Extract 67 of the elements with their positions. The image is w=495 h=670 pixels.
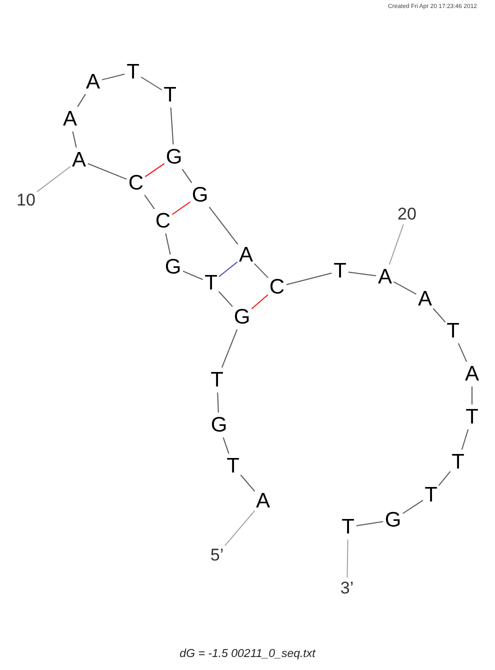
base-letter: G — [166, 146, 182, 168]
backbone-line — [144, 194, 155, 210]
base-letter: T — [446, 320, 460, 342]
backbone-line — [182, 270, 204, 280]
backbone-line — [240, 474, 256, 492]
backbone-line — [72, 131, 77, 148]
backbone-line — [461, 428, 469, 450]
position-number: 20 — [398, 206, 416, 222]
base-letter: T — [334, 260, 346, 282]
base-pair-line — [251, 294, 268, 310]
backbone-line — [438, 470, 451, 486]
backbone-line — [77, 94, 86, 108]
backbone-line — [222, 436, 230, 454]
base-letter: A — [256, 490, 270, 512]
backbone-line — [165, 233, 171, 255]
backbone-line — [402, 500, 424, 514]
strand-end-label: 5’ — [210, 546, 224, 564]
backbone-line — [87, 163, 128, 180]
base-letter: A — [239, 244, 253, 266]
backbone-line — [101, 74, 126, 80]
caption: dG = -1.5 00211_0_seq.txt — [178, 649, 317, 660]
base-letter: T — [226, 456, 240, 476]
backbone-line — [254, 263, 268, 278]
base-pair-line — [218, 261, 238, 278]
base-letter: A — [72, 150, 86, 170]
backbone-line — [393, 281, 417, 295]
base-letter: G — [384, 510, 402, 530]
base-letter: T — [164, 84, 176, 106]
base-pair-line — [172, 201, 191, 215]
base-letter: A — [63, 108, 77, 130]
backbone-line — [217, 392, 219, 413]
backbone-line — [140, 76, 162, 90]
base-letter: T — [466, 406, 478, 428]
base-pair-line — [144, 163, 165, 178]
base-letter: T — [210, 370, 224, 390]
base-letter: T — [424, 484, 438, 506]
base-letter: G — [164, 256, 182, 278]
backbone-line — [432, 308, 446, 323]
base-letter: T — [204, 272, 218, 294]
base-letter: T — [126, 62, 140, 82]
base-letter: C — [128, 172, 144, 194]
position-number: 10 — [16, 192, 36, 208]
backbone-line — [356, 521, 384, 526]
leader-line — [36, 166, 71, 192]
leader-line — [346, 539, 348, 578]
base-letter: G — [192, 184, 208, 206]
base-letter: C — [269, 276, 285, 298]
base-letter: G — [210, 414, 228, 436]
base-letter: A — [378, 266, 392, 288]
backbone-line — [348, 272, 376, 276]
base-letter: T — [452, 452, 464, 472]
strand-end-label: 3’ — [340, 580, 354, 596]
leader-line — [388, 224, 404, 266]
backbone-line — [218, 291, 233, 308]
backbone-line — [170, 107, 174, 145]
base-letter: C — [155, 210, 171, 232]
base-letter: G — [234, 306, 250, 328]
backbone-line — [208, 206, 238, 245]
backbone-line — [221, 328, 238, 368]
backbone-line — [182, 168, 192, 184]
backbone-line — [458, 342, 468, 362]
base-letter: T — [342, 516, 354, 538]
base-letter: A — [465, 364, 479, 384]
base-letter: A — [418, 288, 432, 310]
backbone-line — [286, 272, 332, 286]
leader-line — [224, 510, 256, 546]
base-letter: A — [86, 72, 100, 92]
